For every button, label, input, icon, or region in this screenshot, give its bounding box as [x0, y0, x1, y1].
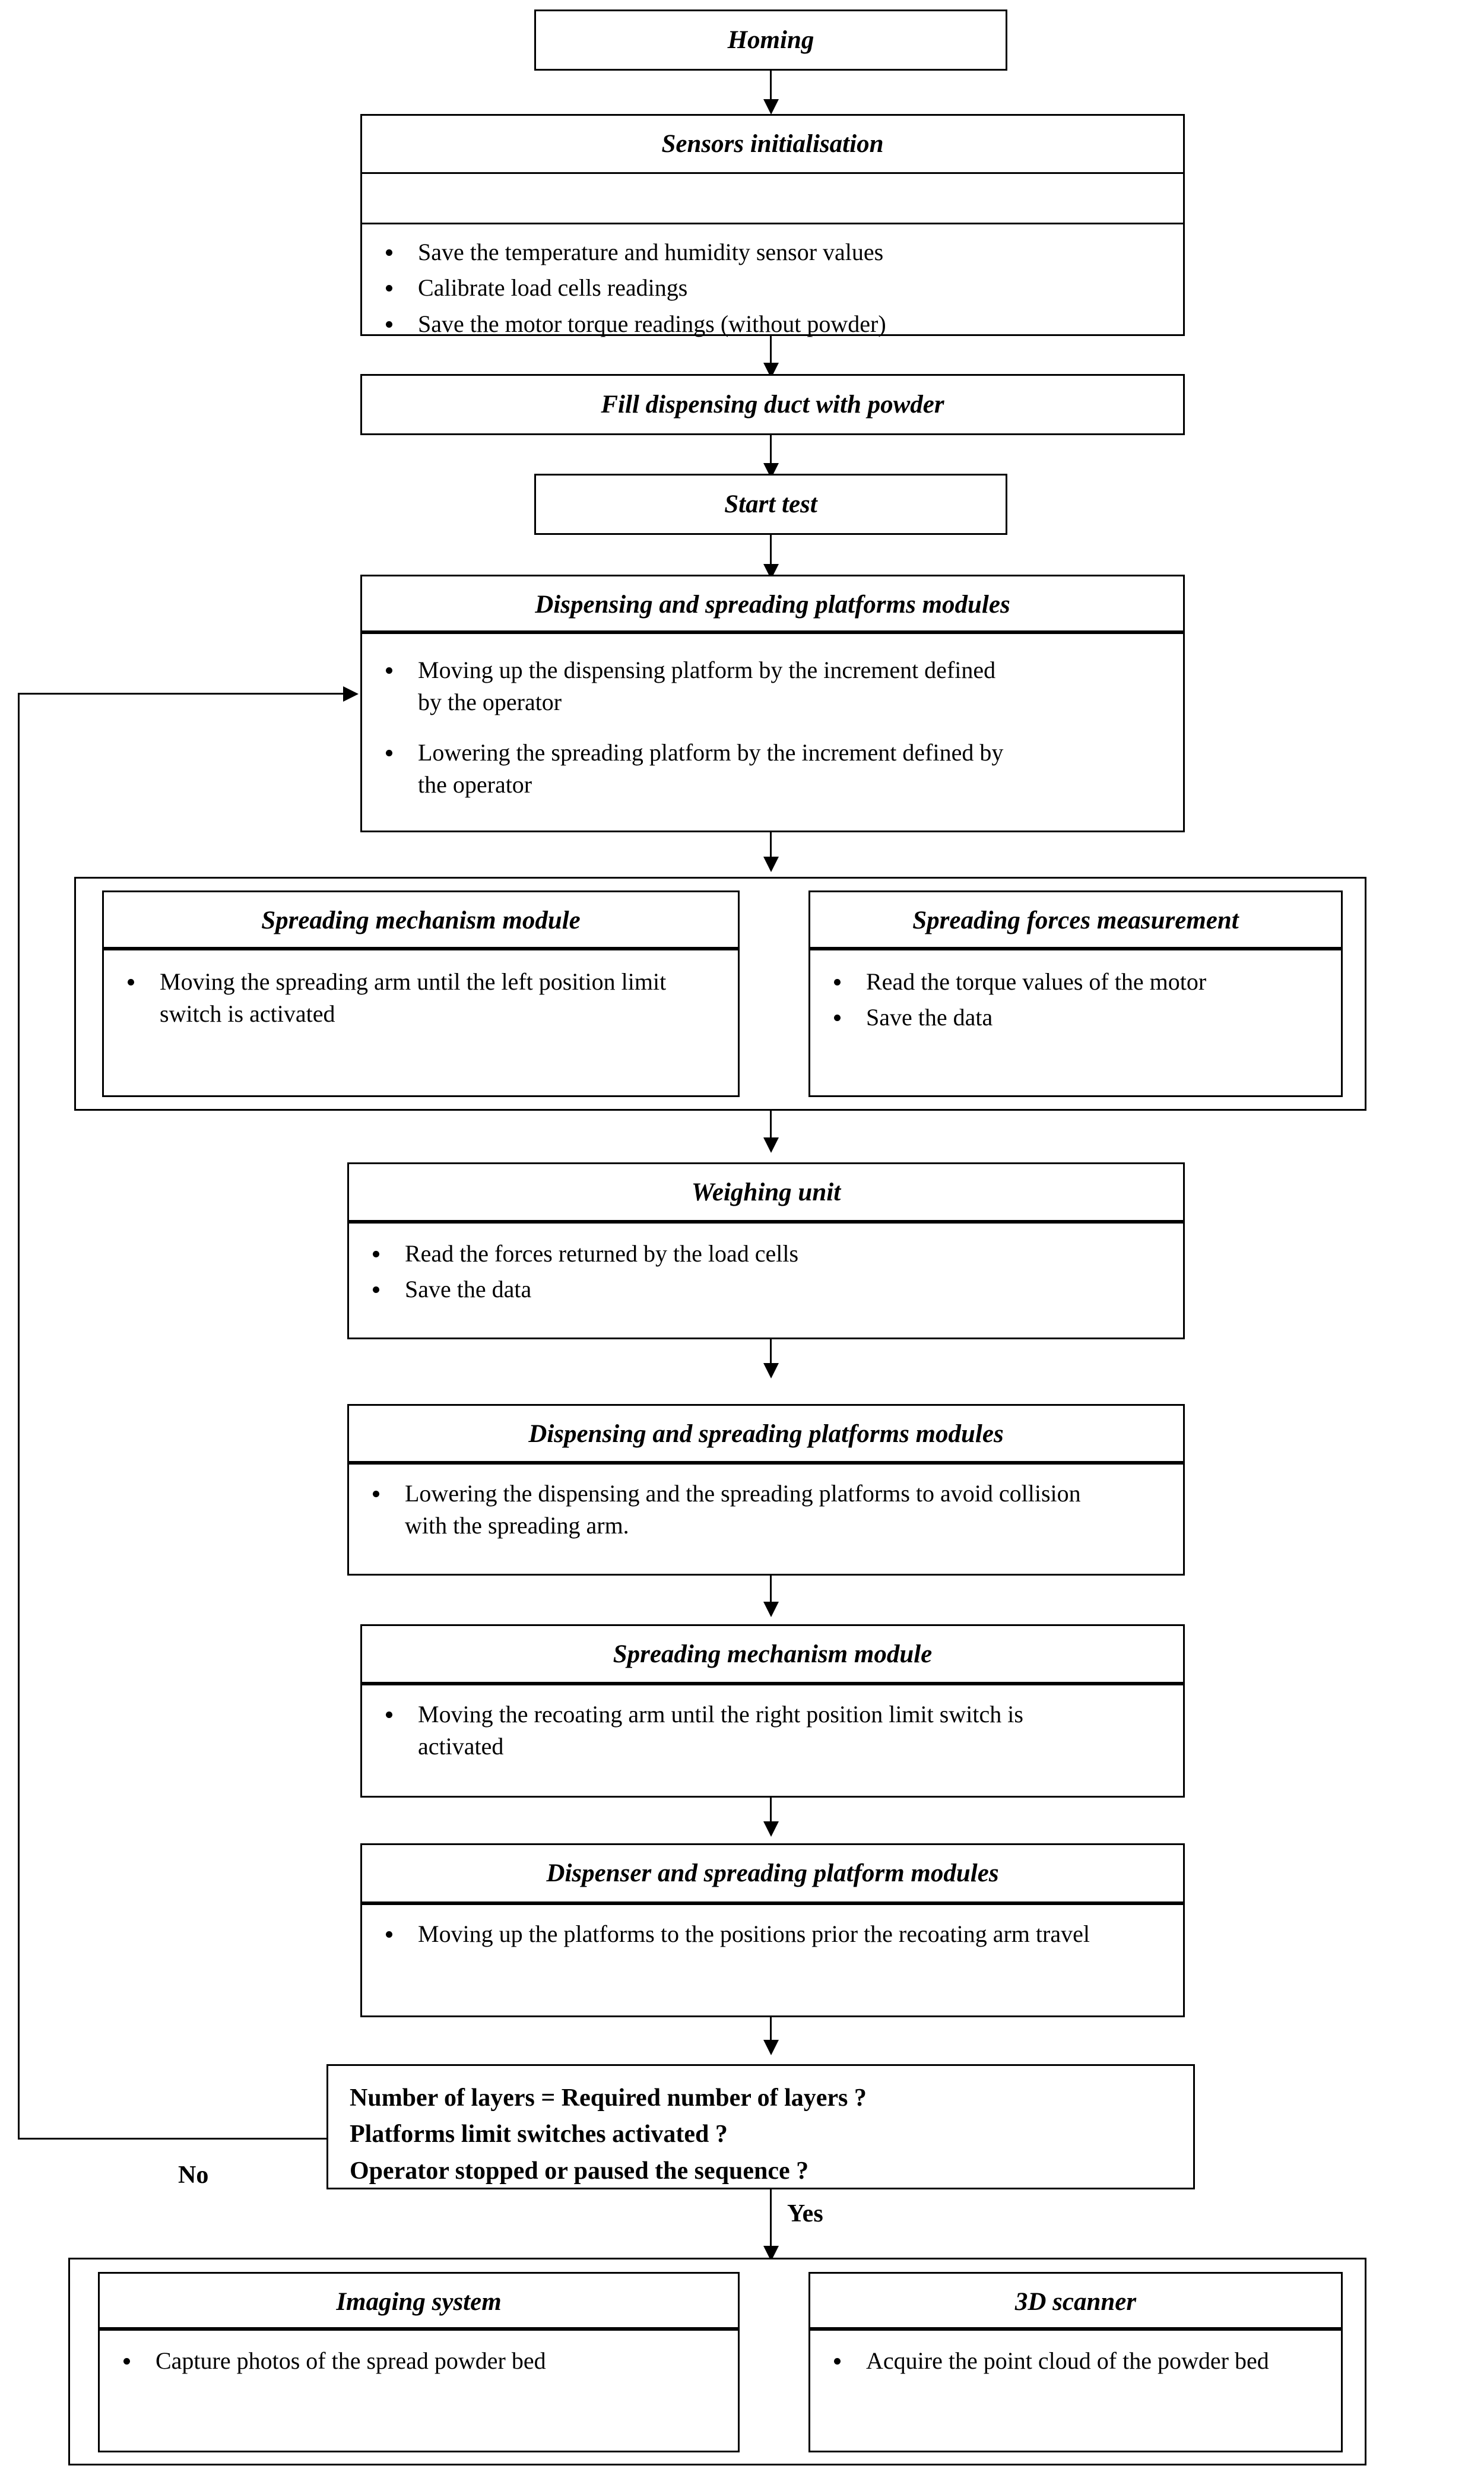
edge-homing-to-sensors — [770, 71, 772, 109]
list-item: Capture photos of the spread powder bed — [115, 2345, 584, 2377]
node-sensors-init-body: Save the temperature and humidity sensor… — [360, 224, 1185, 337]
list-item: Read the torque values of the motor — [826, 966, 1326, 998]
node-platforms-2-title: Dispensing and spreading platforms modul… — [528, 1420, 1004, 1448]
list-item: Lowering the spreading platform by the i… — [378, 737, 1019, 801]
edge-dispenser3-to-decision — [770, 2017, 772, 2051]
node-platforms-2-body: Lowering the dispensing and the spreadin… — [347, 1463, 1185, 1576]
list-item: Moving up the dispensing platform by the… — [378, 654, 1019, 719]
node-platforms-1-list: Moving up the dispensing platform by the… — [378, 654, 1019, 801]
list-item: Calibrate load cells readings — [378, 272, 1168, 304]
list-item: Read the forces returned by the load cel… — [364, 1238, 1168, 1270]
node-fill-duct: Fill dispensing duct with powder — [360, 374, 1185, 435]
list-item: Moving the spreading arm until the left … — [119, 966, 677, 1031]
node-weighing-list: Read the forces returned by the load cel… — [364, 1238, 1168, 1306]
edge-no-segment-vertical — [18, 693, 20, 2140]
node-sensors-init-title: Sensors initialisation — [362, 116, 1183, 174]
node-spread-mech-1: Spreading mechanism module — [102, 890, 740, 949]
arrowhead-group1-to-weighing — [763, 1137, 779, 1153]
node-3d-scanner-list: Acquire the point cloud of the powder be… — [826, 2345, 1295, 2377]
list-item: Save the data — [826, 1002, 1326, 1034]
decision-line-3: Operator stopped or paused the sequence … — [350, 2157, 809, 2185]
node-imaging-title: Imaging system — [336, 2288, 502, 2316]
list-item: Lowering the dispensing and the spreadin… — [364, 1478, 1095, 1542]
node-spread-forces: Spreading forces measurement — [808, 890, 1343, 949]
node-start-test-title: Start test — [724, 490, 817, 518]
node-imaging: Imaging system — [98, 2272, 740, 2329]
edge-fill-to-start — [770, 435, 772, 473]
edge-spreadmech2-to-dispenser3 — [770, 1798, 772, 1832]
node-3d-scanner-title: 3D scanner — [1014, 2288, 1137, 2316]
node-spread-mech-2-title: Spreading mechanism module — [613, 1640, 933, 1668]
node-imaging-body: Capture photos of the spread powder bed — [98, 2329, 740, 2452]
node-dispenser-3-title: Dispenser and spreading platform modules — [546, 1859, 999, 1887]
node-decision: Number of layers = Required number of la… — [326, 2064, 1195, 2189]
node-spread-mech-2-list: Moving the recoating arm until the right… — [378, 1698, 1114, 1763]
node-spread-mech-2-body: Moving the recoating arm until the right… — [360, 1684, 1185, 1798]
node-dispenser-3-body: Moving up the platforms to the positions… — [360, 1903, 1185, 2017]
list-item: Acquire the point cloud of the powder be… — [826, 2345, 1295, 2377]
node-weighing-body: Read the forces returned by the load cel… — [347, 1222, 1185, 1339]
decision-line-2: Platforms limit switches activated ? — [350, 2121, 728, 2148]
node-platforms-2: Dispensing and spreading platforms modul… — [347, 1404, 1185, 1463]
node-sensors-init: Sensors initialisation — [360, 114, 1185, 224]
node-sensors-init-list: Save the temperature and humidity sensor… — [378, 236, 1168, 340]
edge-platforms2-to-spreadmech2 — [770, 1576, 772, 1612]
node-platforms-1-title: Dispensing and spreading platforms modul… — [535, 591, 1010, 619]
node-start-test: Start test — [534, 474, 1007, 535]
arrowhead-weighing-to-platforms2 — [763, 1363, 779, 1378]
node-spread-mech-1-title: Spreading mechanism module — [261, 907, 581, 934]
edge-no-segment-horizontal-bottom — [18, 2138, 328, 2140]
node-spread-mech-1-body: Moving the spreading arm until the left … — [102, 949, 740, 1097]
node-spread-forces-list: Read the torque values of the motor Save… — [826, 966, 1326, 1034]
node-spread-mech-2: Spreading mechanism module — [360, 1624, 1185, 1684]
node-spread-mech-1-list: Moving the spreading arm until the left … — [119, 966, 677, 1031]
arrowhead-no-loopback — [343, 686, 359, 702]
node-imaging-list: Capture photos of the spread powder bed — [115, 2345, 584, 2377]
node-dispenser-3: Dispenser and spreading platform modules — [360, 1843, 1185, 1903]
edge-label-no: No — [178, 2162, 209, 2189]
edge-platforms1-to-group1 — [770, 832, 772, 868]
edge-label-yes: Yes — [787, 2200, 823, 2227]
arrowhead-spreadmech2-to-dispenser3 — [763, 1821, 779, 1837]
node-spread-forces-title: Spreading forces measurement — [912, 907, 1239, 934]
edge-group1-to-weighing — [770, 1111, 772, 1148]
edge-sensors-to-fill — [770, 336, 772, 373]
node-fill-duct-title: Fill dispensing duct with powder — [601, 391, 944, 419]
edge-no-segment-horizontal-top — [18, 693, 344, 695]
node-weighing-title: Weighing unit — [691, 1178, 841, 1206]
edge-start-to-platforms1 — [770, 535, 772, 574]
arrowhead-homing-to-sensors — [763, 99, 779, 115]
node-spread-forces-body: Read the torque values of the motor Save… — [808, 949, 1343, 1097]
node-homing-title: Homing — [727, 26, 814, 54]
decision-line-1: Number of layers = Required number of la… — [350, 2084, 867, 2112]
list-item: Moving up the platforms to the positions… — [378, 1918, 1120, 1950]
node-platforms-1: Dispensing and spreading platforms modul… — [360, 575, 1185, 632]
node-weighing: Weighing unit — [347, 1162, 1185, 1222]
list-item: Moving the recoating arm until the right… — [378, 1698, 1114, 1763]
list-item: Save the temperature and humidity sensor… — [378, 236, 1168, 268]
edge-weighing-to-platforms2 — [770, 1339, 772, 1374]
arrowhead-platforms2-to-spreadmech2 — [763, 1602, 779, 1617]
node-3d-scanner: 3D scanner — [808, 2272, 1343, 2329]
node-3d-scanner-body: Acquire the point cloud of the powder be… — [808, 2329, 1343, 2452]
edge-yes-segment — [770, 2189, 772, 2257]
node-homing: Homing — [534, 9, 1007, 71]
arrowhead-platforms1-to-group1 — [763, 857, 779, 872]
list-item: Save the data — [364, 1273, 1168, 1305]
list-item: Save the motor torque readings (without … — [378, 308, 1168, 340]
node-dispenser-3-list: Moving up the platforms to the positions… — [378, 1918, 1120, 1950]
node-platforms-1-body: Moving up the dispensing platform by the… — [360, 632, 1185, 832]
node-platforms-2-list: Lowering the dispensing and the spreadin… — [364, 1478, 1095, 1542]
arrowhead-dispenser3-to-decision — [763, 2040, 779, 2055]
